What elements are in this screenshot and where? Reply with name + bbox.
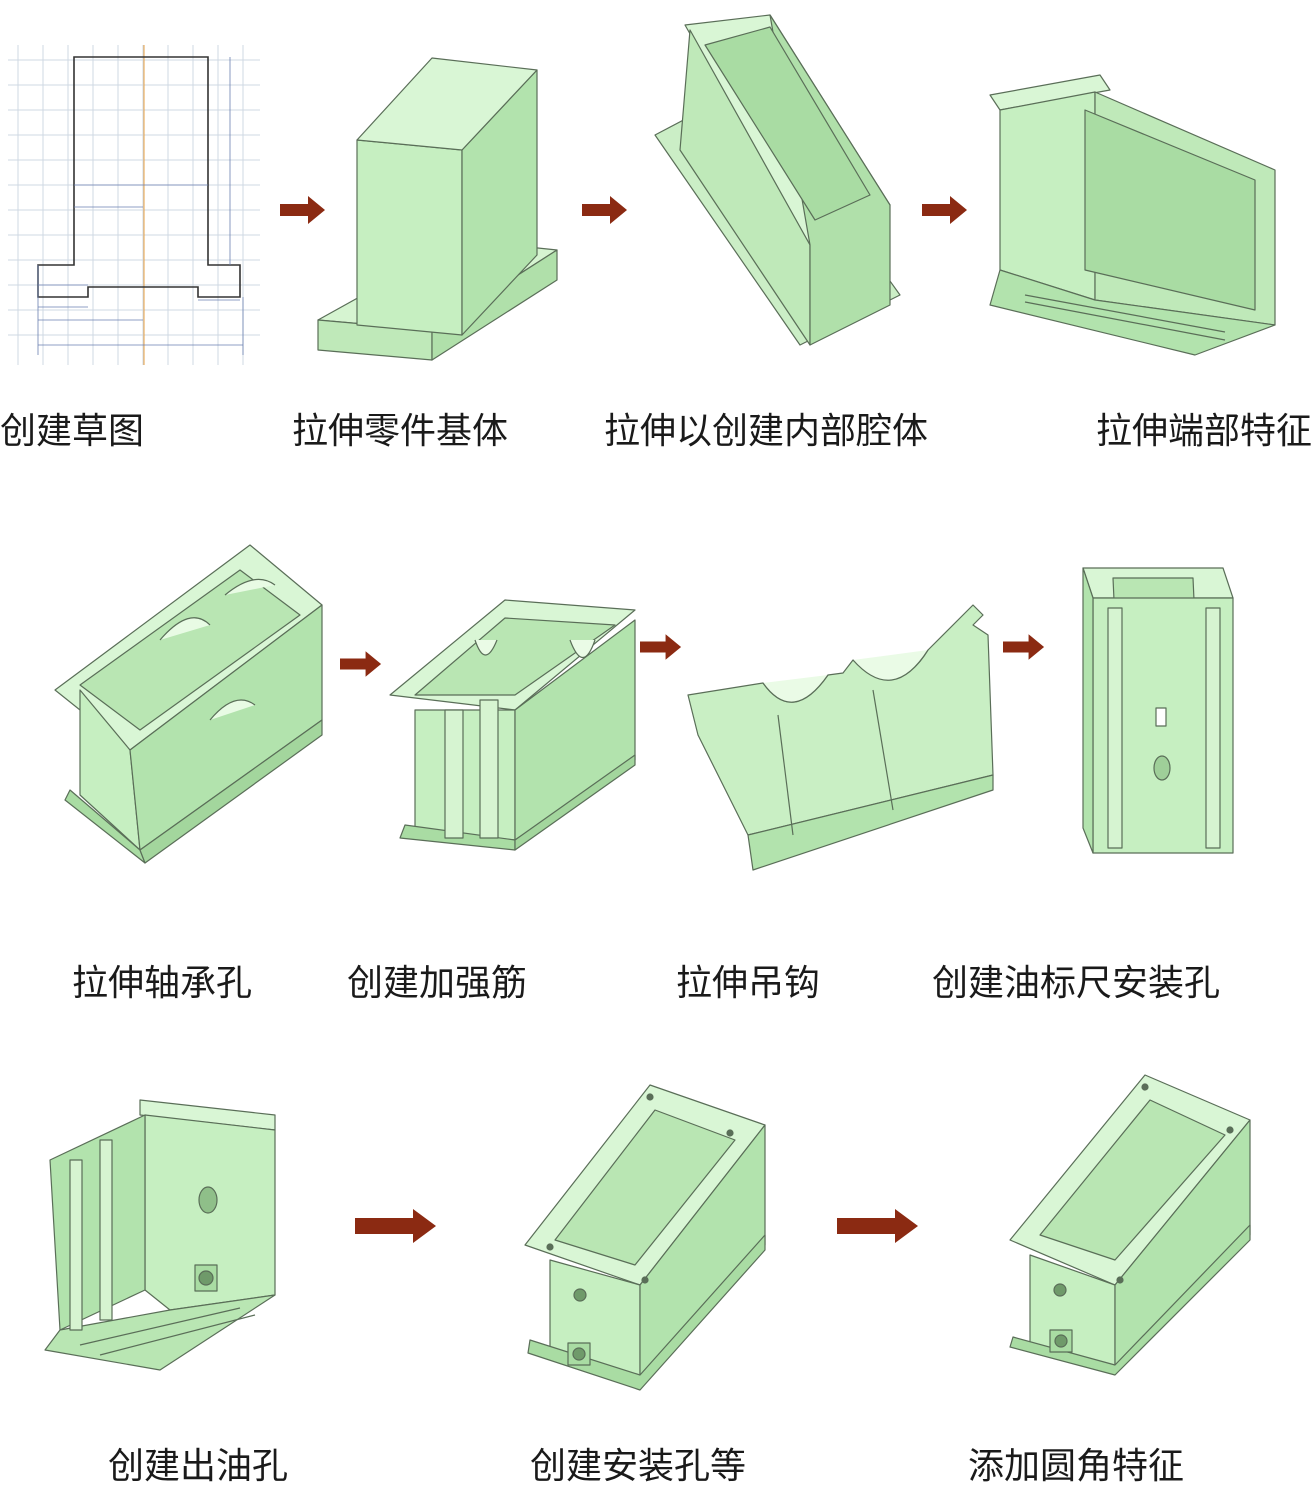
flow-arrow-icon bbox=[640, 634, 682, 660]
step-label: 创建草图 bbox=[0, 411, 145, 452]
flow-arrow-icon bbox=[922, 196, 967, 224]
step-label: 创建加强筋 bbox=[347, 963, 528, 1004]
part-fillets bbox=[1009, 1074, 1251, 1376]
step-label: 拉伸端部特征 bbox=[1096, 411, 1313, 452]
part-bearing-holes bbox=[54, 544, 323, 864]
step-label: 拉伸吊钩 bbox=[676, 963, 821, 1004]
flow-arrow-icon bbox=[280, 196, 325, 224]
step-label: 拉伸轴承孔 bbox=[72, 963, 253, 1004]
flow-arrow-icon bbox=[340, 651, 382, 677]
part-dipstick-hole bbox=[1082, 567, 1234, 854]
part-base-extrude bbox=[317, 57, 558, 361]
part-oil-drain-hole bbox=[44, 1099, 276, 1371]
flow-arrow-icon bbox=[837, 1209, 918, 1243]
step-label: 添加圆角特征 bbox=[968, 1446, 1185, 1487]
part-ribs bbox=[389, 599, 636, 851]
part-inner-cavity bbox=[654, 14, 901, 346]
part-mounting-holes bbox=[524, 1084, 766, 1391]
flow-arrow-icon bbox=[355, 1209, 436, 1243]
step-label: 拉伸零件基体 bbox=[292, 411, 509, 452]
flow-arrow-icon bbox=[1003, 634, 1045, 660]
part-lifting-hooks bbox=[687, 604, 994, 871]
step-label: 创建出油孔 bbox=[108, 1446, 289, 1487]
step-label: 拉伸以创建内部腔体 bbox=[604, 411, 929, 452]
part-end-features bbox=[989, 74, 1276, 356]
flow-arrow-icon bbox=[582, 196, 627, 224]
step-label: 创建安装孔等 bbox=[530, 1446, 747, 1487]
sketch-figure bbox=[8, 45, 260, 365]
step-label: 创建油标尺安装孔 bbox=[932, 963, 1221, 1004]
